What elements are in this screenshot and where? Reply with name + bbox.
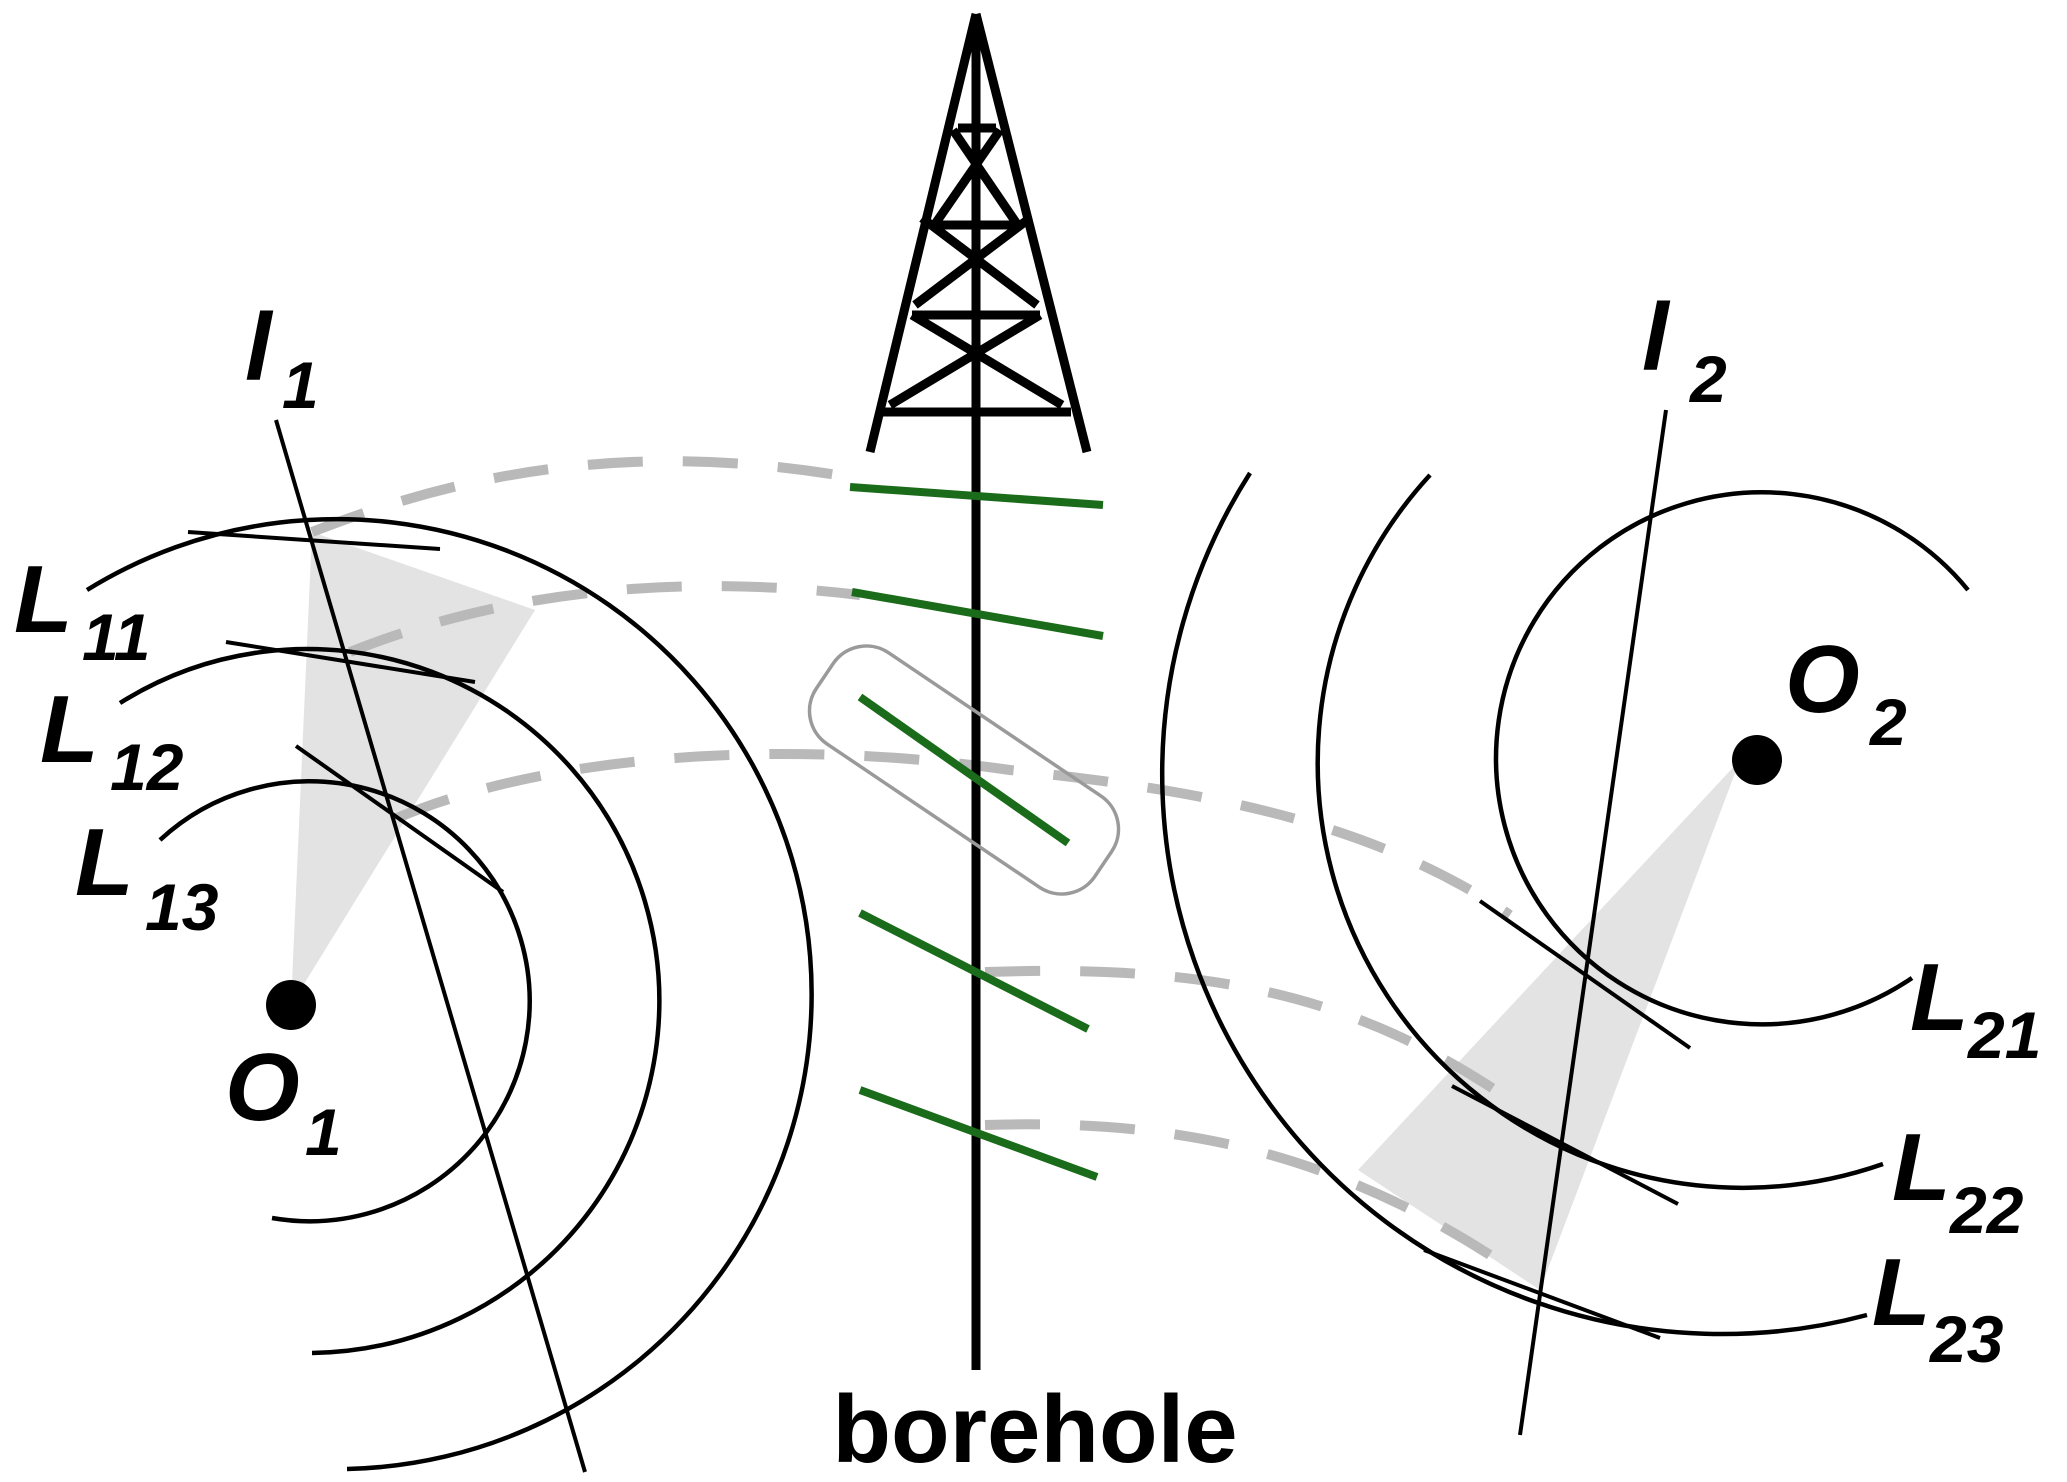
tangent-L21 [1478, 899, 1692, 1050]
line-l1 [274, 419, 587, 1473]
tangent-L23 [1423, 1248, 1661, 1340]
bedding-trace-3 [857, 693, 1071, 847]
label-l1: l 1 [245, 294, 319, 422]
svg-text:11: 11 [82, 600, 151, 674]
svg-text:L: L [75, 809, 134, 916]
right-wedge [1358, 760, 1740, 1290]
left-arcs [85, 516, 814, 1472]
right-shaded-wedges [1358, 760, 1740, 1290]
label-O1: O 1 [225, 1034, 342, 1169]
svg-text:L: L [1910, 944, 1969, 1051]
arc-L13 [158, 779, 532, 1224]
line-l2 [1518, 409, 1668, 1436]
tangent-L13 [294, 744, 505, 894]
right-lines [1423, 409, 1692, 1436]
svg-text:l: l [1642, 284, 1671, 391]
label-l2: l 2 [1642, 284, 1727, 416]
svg-text:l: l [245, 294, 274, 401]
correlation-curve-4 [984, 965, 1513, 1105]
svg-text:L: L [1872, 1239, 1931, 1346]
point-O2 [1732, 735, 1782, 785]
tangent-L22 [1451, 1084, 1679, 1206]
label-L21: L 21 [1910, 944, 2041, 1072]
label-L11: L 11 [14, 546, 151, 674]
borehole [865, 12, 1092, 1370]
right-arcs [1159, 471, 1970, 1337]
arc-L21 [1493, 490, 1970, 1027]
left-lines [187, 419, 587, 1473]
svg-text:L: L [14, 546, 73, 653]
bedding-trace-1 [849, 483, 1104, 509]
borehole-caption: borehole [832, 1376, 1237, 1482]
correlation-curve-3 [395, 748, 1513, 920]
svg-text:23: 23 [1928, 1302, 2003, 1376]
svg-text:13: 13 [145, 870, 218, 944]
svg-text:2: 2 [1868, 685, 1907, 759]
tangent-L11 [187, 530, 441, 551]
bedding-traces [849, 483, 1104, 1181]
label-L22: L 22 [1892, 1114, 2024, 1247]
svg-text:L: L [40, 676, 99, 783]
label-L12: L 12 [40, 676, 184, 804]
correlation-curve-2 [348, 581, 861, 657]
svg-text:O: O [225, 1034, 300, 1141]
svg-text:2: 2 [1688, 342, 1727, 416]
arc-L11 [85, 516, 814, 1472]
bedding-trace-4 [858, 909, 1090, 1033]
arc-L22 [1315, 473, 1884, 1191]
point-O1 [266, 980, 316, 1030]
derrick-icon [865, 12, 1092, 454]
label-L13: L 13 [75, 809, 218, 944]
svg-text:L: L [1892, 1114, 1951, 1221]
tangent-L12 [225, 640, 476, 684]
svg-text:1: 1 [282, 348, 319, 422]
arc-L23 [1159, 471, 1868, 1337]
correlation-curves [310, 456, 1513, 1260]
svg-text:22: 22 [1948, 1173, 2024, 1247]
bedding-trace-5 [858, 1086, 1099, 1181]
svg-text:12: 12 [110, 730, 184, 804]
label-O2: O 2 [1785, 626, 1907, 759]
arc-L12 [118, 646, 662, 1356]
svg-text:1: 1 [305, 1095, 342, 1169]
label-L23: L 23 [1872, 1239, 2003, 1376]
svg-text:21: 21 [1966, 998, 2041, 1072]
svg-text:O: O [1785, 626, 1860, 733]
bedding-trace-2 [851, 588, 1104, 640]
highlight-box [807, 644, 1121, 896]
